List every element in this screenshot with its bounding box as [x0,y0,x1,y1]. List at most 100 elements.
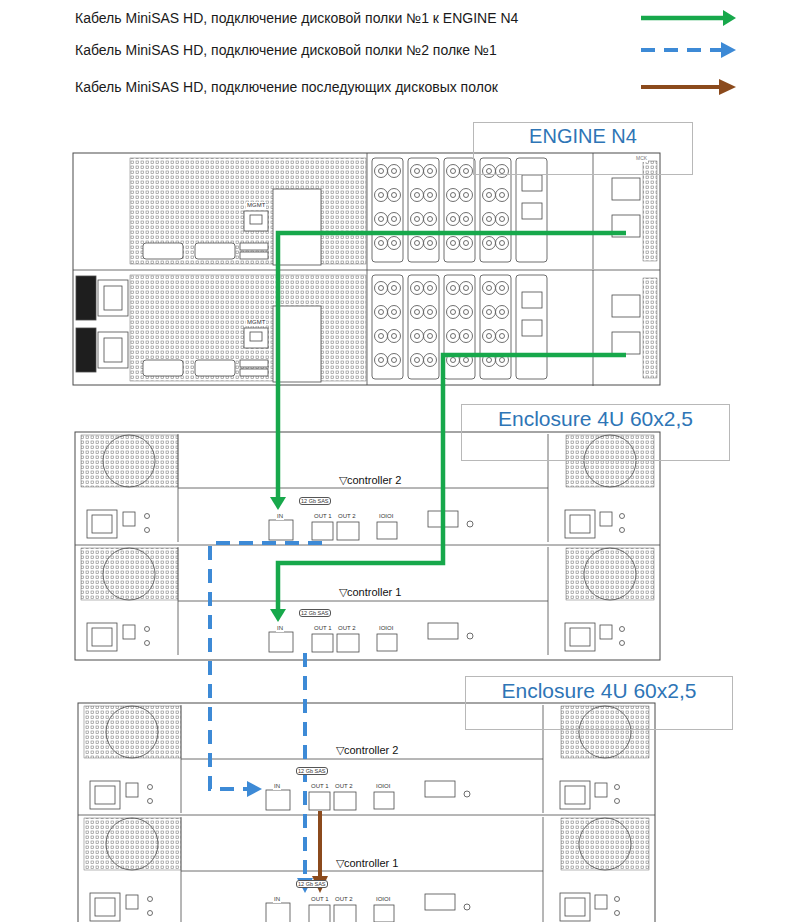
half-line [75,545,660,546]
fan-grille [84,706,181,758]
port-circle [483,330,496,343]
port-core [379,217,384,222]
port-circle [424,330,437,343]
socket-inner [565,786,585,804]
port-circle [460,189,473,202]
rj45-port [522,292,542,308]
port-core [451,286,456,291]
connector-line [303,653,307,879]
port-core [451,169,456,174]
port-core [464,193,469,198]
controller-label: ▽controller 1 [338,586,402,599]
out-port [337,634,359,652]
port-core [428,286,433,291]
usb-port [240,243,268,250]
port-core [392,193,397,198]
port-circle [388,213,401,226]
power-socket [90,781,120,809]
connector-line [278,385,443,610]
cable-connector [270,385,286,510]
port-core [500,334,505,339]
vent-grille [643,278,657,378]
port-circle [447,306,460,319]
port-circle [411,306,424,319]
arrow-head [719,79,736,95]
port-label: OUT 1 [310,896,330,903]
connector-line [641,48,722,52]
port-core [464,334,469,339]
cable-inner [443,355,626,386]
port-core [500,286,505,291]
pcie-slot [516,158,547,262]
port-core [415,334,420,339]
port-circle [460,213,473,226]
status-panel [425,781,455,797]
legend-swatch [636,7,742,29]
port-core [428,241,433,246]
port-circle [411,237,424,250]
socket-inner [95,786,115,804]
port-core [451,217,456,222]
equipment-box: ENGINE N4 [73,153,660,385]
port-core [392,241,397,246]
fan-circle [106,706,158,758]
socket-inner [104,286,122,310]
in-port [266,790,290,810]
port-label: OUT 1 [313,625,333,632]
indicator [467,633,473,639]
port-circle [388,306,401,319]
indicator [148,785,153,790]
port-core [464,286,469,291]
port-core [428,310,433,315]
power-socket [98,280,128,316]
power-socket [87,623,117,651]
port-core [415,286,420,291]
socket-inner [92,515,112,533]
fan-grille [561,818,649,870]
port-label: IOIOI [378,625,394,632]
port-circle [375,282,388,295]
indicator [620,641,625,646]
port-core [464,169,469,174]
port-core [428,193,433,198]
usb-port [240,369,268,376]
indicator [467,521,473,527]
port-circle [375,354,388,367]
port-circle [375,165,388,178]
strip-line [178,488,548,489]
port-circle [388,165,401,178]
cable-inner [278,233,626,386]
socket-inner [92,628,112,646]
sas-port [612,295,640,317]
power-socket [90,893,120,921]
port-core [415,358,420,363]
out-port [337,522,359,540]
power-switch [600,625,612,639]
port-circle [375,306,388,319]
pcie-slot [444,275,475,379]
port-label: OUT 2 [334,896,354,903]
port-core [500,169,505,174]
port-core [500,241,505,246]
controller-label: ▽controller 1 [335,857,399,870]
port-circle [447,213,460,226]
socket-inner [95,898,115,916]
port-core [428,217,433,222]
port-circle [496,165,509,178]
rj45-port [522,203,542,219]
rj45-port [374,792,394,809]
port-core [415,310,420,315]
engine-divider [73,270,660,271]
strip-line [178,601,548,602]
indicator [148,897,153,902]
controller-label: ▽controller 2 [338,474,402,487]
port-core [464,310,469,315]
port-circle [375,189,388,202]
cable-connector [270,385,443,622]
port-label: MGMT [246,319,266,326]
port-circle [496,213,509,226]
power-switch [126,895,138,909]
port-circle [411,165,424,178]
arrow-head [723,10,736,26]
